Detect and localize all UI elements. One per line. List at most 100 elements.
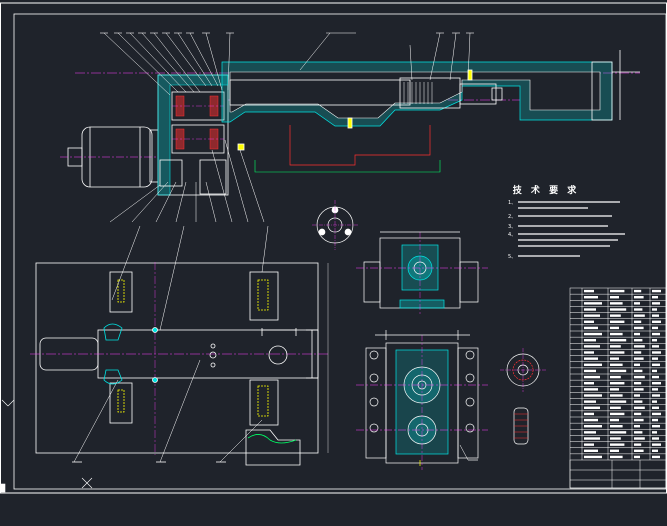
table-cell-text <box>634 443 642 446</box>
table-cell-text <box>610 388 619 391</box>
table-cell-text <box>634 332 640 336</box>
table-cell-text <box>634 296 644 299</box>
table-cell-text <box>584 314 600 317</box>
table-cell-text <box>634 400 643 403</box>
table-cell-text <box>634 449 644 452</box>
table-cell-text <box>652 351 661 354</box>
table-cell-text <box>584 302 602 305</box>
table-cell-text <box>634 357 644 360</box>
table-cell-text <box>652 449 658 452</box>
tech-req-item-5: 5、 <box>508 254 516 260</box>
table-cell-text <box>652 425 660 428</box>
table-cell-text <box>584 394 602 397</box>
table-cell-text <box>634 308 643 311</box>
table-cell-text <box>610 326 619 330</box>
table-cell-text <box>610 345 621 348</box>
table-cell-text <box>610 369 627 373</box>
table-cell-text <box>652 406 659 409</box>
table-cell-text <box>610 455 623 459</box>
table-cell-text <box>652 308 657 311</box>
table-cell-text <box>652 296 658 299</box>
table-cell-text <box>634 339 643 342</box>
parts-list-table <box>569 287 667 489</box>
table-cell-text <box>634 314 645 317</box>
table-cell-text <box>610 289 625 293</box>
table-cell-text <box>652 443 661 446</box>
table-cell-text <box>652 388 658 391</box>
table-cell-text <box>634 369 643 373</box>
table-cell-text <box>584 369 596 373</box>
table-cell-text <box>652 332 660 336</box>
table-cell-text <box>584 326 598 330</box>
table-cell-text <box>584 455 602 459</box>
table-cell-text <box>652 437 659 440</box>
table-cell-text <box>584 357 598 360</box>
table-cell-text <box>652 339 657 342</box>
table-cell-text <box>610 320 625 323</box>
table-cell-text <box>652 326 658 330</box>
table-cell-text <box>652 369 657 373</box>
table-cell-text <box>652 363 660 366</box>
table-cell-text <box>610 296 619 299</box>
table-cell-text <box>634 351 642 354</box>
table-cell-text <box>634 388 644 391</box>
table-cell-text <box>634 406 645 409</box>
table-cell-text <box>634 455 640 459</box>
table-cell-text <box>634 345 645 348</box>
table-cell-text <box>584 443 594 446</box>
table-cell-text <box>634 418 644 422</box>
table-cell-text <box>652 357 658 360</box>
table-cell-text <box>652 412 661 416</box>
technical-requirements: 技 术 要 求 1、 2、 3、 4、 5、 <box>508 184 625 260</box>
motor <box>60 126 163 188</box>
main-section-view <box>60 32 640 223</box>
table-cell-text <box>634 363 640 366</box>
table-cell-text <box>610 437 621 440</box>
table-cell-text <box>634 412 642 416</box>
table-cell-text <box>610 406 621 409</box>
table-cell-text <box>610 425 623 428</box>
table-cell-text <box>610 449 619 452</box>
table-cell-text <box>584 296 598 299</box>
table-cell-text <box>584 289 594 293</box>
inner-frame <box>13 13 667 490</box>
tech-req-item-4: 4、 <box>508 232 516 238</box>
main-arm <box>221 50 640 127</box>
table-cell-text <box>652 400 657 403</box>
table-cell-text <box>584 363 602 366</box>
table-cell-text <box>652 289 661 293</box>
table-cell-text <box>584 425 602 428</box>
table-cell-text <box>584 418 598 422</box>
table-cell-text <box>652 320 661 323</box>
small-gear-detail <box>500 348 546 445</box>
flange-detail <box>312 200 358 250</box>
table-cell-text <box>584 449 598 452</box>
spring-guide <box>254 160 441 173</box>
table-cell-text <box>584 339 596 342</box>
table-cell-text <box>610 351 625 354</box>
table-cell-text <box>610 375 621 379</box>
table-cell-text <box>610 308 627 311</box>
table-cell-text <box>584 382 594 385</box>
table-cell-text <box>634 289 642 293</box>
table-cell-text <box>652 394 660 397</box>
table-cell-text <box>652 382 661 385</box>
table-cell-text <box>610 363 623 366</box>
table-cell-text <box>584 351 594 354</box>
front-gear-section <box>356 330 488 470</box>
tech-req-item-3: 3、 <box>508 224 516 230</box>
table-cell-text <box>634 437 645 440</box>
tech-req-item-1: 1、 <box>508 200 516 206</box>
tech-req-item-2: 2、 <box>508 214 516 220</box>
table-cell-text <box>610 314 621 317</box>
table-cell-text <box>584 400 596 403</box>
table-cell-text <box>652 455 660 459</box>
table-cell-text <box>610 431 627 434</box>
parts-list-entries <box>584 289 661 459</box>
table-cell-text <box>610 339 627 342</box>
table-cell-text <box>634 326 644 330</box>
table-cell-text <box>610 302 623 305</box>
table-cell-text <box>634 375 645 379</box>
table-cell-text <box>610 394 623 397</box>
table-cell-text <box>652 302 660 305</box>
